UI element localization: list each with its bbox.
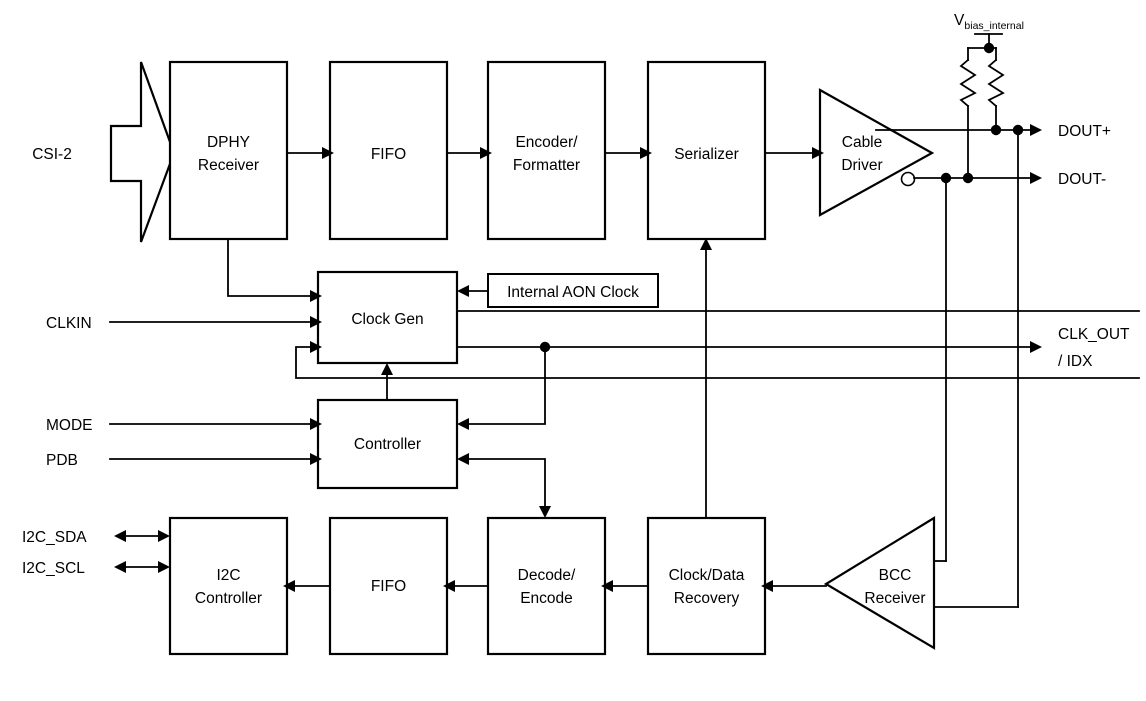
block-internal-aon-clock xyxy=(487,273,659,308)
block-bcc-receiver-label-2: Receiver xyxy=(864,590,925,607)
resistor-bias-dout-plus xyxy=(987,47,1005,131)
wire-bcc-to-cdr xyxy=(761,580,827,592)
block-decode-encode-label-1: Decode/ xyxy=(518,567,576,584)
block-serializer xyxy=(646,60,767,241)
block-clock-gen xyxy=(316,270,459,365)
block-fifo-tx xyxy=(328,60,449,241)
port-label-idx: / IDX xyxy=(1058,353,1093,370)
block-clock-data-recovery xyxy=(646,516,767,656)
port-label-csi2: CSI-2 xyxy=(32,146,72,163)
port-label-i2c-sda: I2C_SDA xyxy=(22,529,87,546)
wire-fifo-to-encoder xyxy=(446,147,492,159)
block-decode-encode xyxy=(486,516,607,656)
junction-dot-dout-minus-resistor xyxy=(962,172,974,184)
wire-aon-to-clockgen xyxy=(457,285,489,297)
wire-cdr-to-serializer xyxy=(700,238,712,519)
block-encoder-formatter-label-1: Encoder/ xyxy=(515,134,578,151)
junction-dot-dout-plus-resistor xyxy=(990,124,1002,136)
block-clock-gen-label: Clock Gen xyxy=(351,311,423,328)
cable-driver-inverting-bubble-icon xyxy=(900,171,916,187)
wire-i2c-scl xyxy=(114,561,170,573)
wire-cdr-to-decode xyxy=(601,580,649,592)
block-cable-driver xyxy=(818,88,935,217)
block-controller xyxy=(316,398,459,490)
wire-dphy-to-clockgen xyxy=(227,238,322,302)
wire-dphy-to-fifo xyxy=(286,147,334,159)
wire-encoder-to-serializer xyxy=(604,147,652,159)
block-i2c-controller xyxy=(168,516,289,656)
block-fifo-tx-label: FIFO xyxy=(371,146,406,163)
block-cdr-label-1: Clock/Data xyxy=(669,567,745,584)
block-dphy-receiver-label-2: Receiver xyxy=(198,157,259,174)
wire-controller-to-clockgen xyxy=(381,363,393,401)
port-label-clk-out: CLK_OUT xyxy=(1058,326,1130,343)
block-dphy-receiver-label-1: DPHY xyxy=(207,134,250,151)
block-cdr-label-2: Recovery xyxy=(674,590,740,607)
wire-clk-out xyxy=(456,341,1042,353)
block-controller-label: Controller xyxy=(354,436,421,453)
port-label-pdb: PDB xyxy=(46,452,78,469)
block-cable-driver-label-1: Cable xyxy=(842,134,883,151)
block-dphy-receiver xyxy=(168,60,289,241)
wire-pdb-to-controller xyxy=(109,453,322,465)
port-label-i2c-scl: I2C_SCL xyxy=(22,560,85,577)
wire-fifo-to-i2c xyxy=(283,580,331,592)
block-cable-driver-label-2: Driver xyxy=(841,157,882,174)
wire-i2c-sda xyxy=(114,530,170,542)
block-encoder-formatter-label-2: Formatter xyxy=(513,157,580,174)
wire-dout-minus xyxy=(913,172,1042,184)
block-bcc-receiver xyxy=(823,516,936,650)
csi2-block-arrow-icon xyxy=(109,61,176,243)
block-decode-encode-label-2: Encode xyxy=(520,590,573,607)
wire-clk-tap-to-controller xyxy=(457,346,546,430)
wire-decode-to-fifo xyxy=(443,580,489,592)
block-i2c-controller-label-2: Controller xyxy=(195,590,262,607)
wire-serializer-to-cable-driver xyxy=(764,147,824,159)
block-internal-aon-clock-label: Internal AON Clock xyxy=(507,284,639,301)
resistor-bias-dout-minus xyxy=(959,47,977,179)
block-bcc-receiver-label-1: BCC xyxy=(879,567,912,584)
block-fifo-rx-label: FIFO xyxy=(371,578,406,595)
supply-label-vbias: Vbias_internal xyxy=(954,12,1024,32)
port-label-mode: MODE xyxy=(46,417,93,434)
wire-mode-to-controller xyxy=(109,418,322,430)
block-i2c-controller-label-1: I2C xyxy=(216,567,240,584)
wire-dout-plus xyxy=(875,124,1042,136)
wire-feedback-to-clockgen xyxy=(295,341,1140,379)
junction-dot-vbias xyxy=(983,42,995,54)
port-label-dout-plus: DOUT+ xyxy=(1058,123,1111,140)
block-serializer-label: Serializer xyxy=(674,146,739,163)
port-label-clkin: CLKIN xyxy=(46,315,92,332)
block-encoder-formatter xyxy=(486,60,607,241)
port-label-dout-minus: DOUT- xyxy=(1058,171,1106,188)
wire-clkin-to-clockgen xyxy=(109,316,322,328)
wire-controller-to-decode xyxy=(457,453,551,518)
